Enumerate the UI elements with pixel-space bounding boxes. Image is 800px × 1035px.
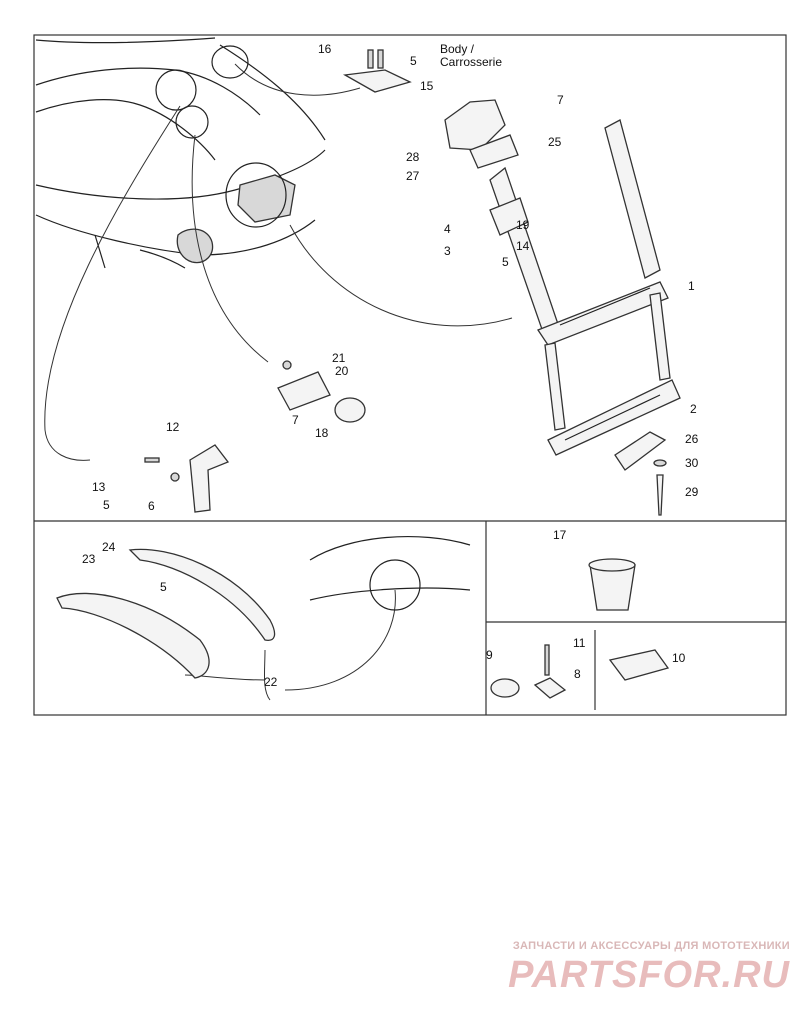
callout-14: 14 [516, 239, 530, 253]
callout-24: 24 [102, 540, 116, 554]
callout-7: 7 [557, 93, 564, 107]
callout-25: 25 [548, 135, 562, 149]
callout-23: 23 [82, 552, 96, 566]
callout-12: 12 [166, 420, 180, 434]
callout-27: 27 [406, 169, 420, 183]
ladder-stop-assembly [614, 431, 667, 516]
fastener-kit [490, 644, 670, 699]
callout-11: 11 [573, 636, 586, 650]
callout-26: 26 [685, 432, 699, 446]
callout-5: 5 [502, 255, 509, 269]
watermark-brand: PARTSFOR.RU [508, 954, 790, 996]
callout-7: 7 [292, 413, 299, 427]
watermark-tagline: ЗАПЧАСТИ И АКСЕССУАРЫ ДЛЯ МОТОТЕХНИКИ [512, 940, 790, 952]
callout-13: 13 [92, 480, 106, 494]
part-callouts: Body / Carrosserie 16 5 15 7 25 28 27 19… [82, 42, 699, 689]
callout-6: 6 [148, 499, 155, 513]
callout-29: 29 [685, 485, 699, 499]
boarding-ladder [489, 119, 681, 456]
section-label-line1: Body / [440, 42, 475, 56]
callout-15: 15 [420, 79, 434, 93]
cup-holder [588, 558, 636, 611]
cleat-assembly [342, 49, 412, 93]
callout-3: 3 [444, 244, 451, 258]
callout-18: 18 [315, 426, 329, 440]
callout-1: 1 [688, 279, 695, 293]
callout-19: 19 [516, 218, 530, 232]
diagram-frame [33, 34, 787, 716]
callout-20: 20 [335, 364, 349, 378]
callout-5: 5 [103, 498, 110, 512]
callout-5: 5 [410, 54, 417, 68]
callout-16: 16 [318, 42, 332, 56]
callout-4: 4 [444, 222, 451, 236]
ladder-bracket [444, 99, 529, 236]
rear-grab-rails [56, 535, 471, 679]
callout-9: 9 [486, 648, 493, 662]
grab-handle-small [144, 444, 230, 513]
callout-5: 5 [160, 580, 167, 594]
callout-2: 2 [690, 402, 697, 416]
callout-10: 10 [672, 651, 686, 665]
callout-28: 28 [406, 150, 420, 164]
callout-8: 8 [574, 667, 581, 681]
callout-22: 22 [264, 675, 278, 689]
tow-eye-assembly [277, 360, 366, 423]
section-label-line2: Carrosserie [440, 55, 502, 69]
watermark: ЗАПЧАСТИ И АКСЕССУАРЫ ДЛЯ МОТОТЕХНИКИ PA… [440, 940, 790, 997]
callout-17: 17 [553, 528, 567, 542]
leader-arrows [44, 63, 513, 701]
watercraft-rear-illustration [35, 37, 326, 269]
callout-30: 30 [685, 456, 699, 470]
callout-21: 21 [332, 351, 346, 365]
